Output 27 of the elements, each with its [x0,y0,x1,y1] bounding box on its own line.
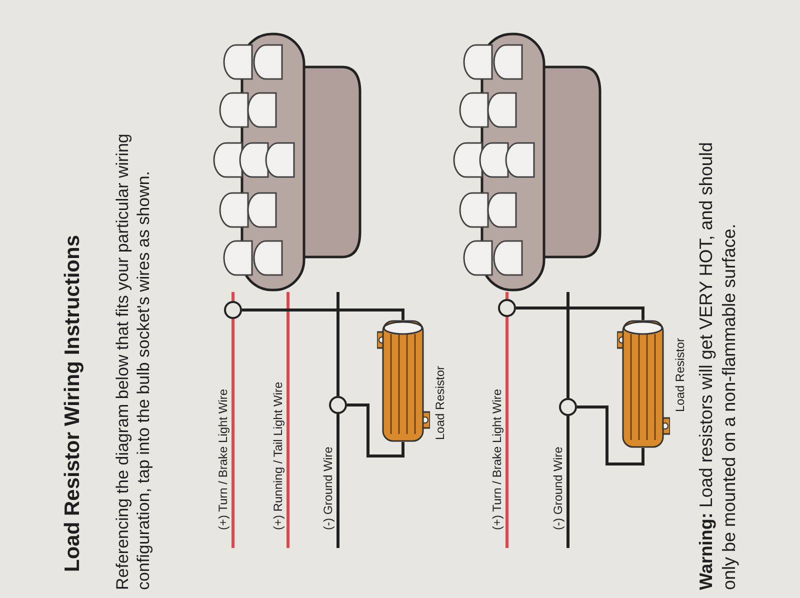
wire [336,414,340,548]
connecting-wire [577,406,644,466]
wire [566,416,570,548]
junction-ring [559,398,577,416]
title: Load Resistor Wiring Instructions [60,234,85,572]
connecting-wire [242,308,404,320]
wire [566,292,570,398]
wire-label: (+) Running / Tail Light Wire [271,382,285,530]
resistor-label: Load Resistor [673,338,687,412]
wire [232,292,234,301]
wire-label: (+) Turn / Brake Light Wire [490,388,504,530]
wire-label: (-) Ground Wire [321,446,335,530]
wire [336,292,340,396]
warning-note: Warning: Load resistors will get VERY HOT, and should only be mounted on a non-flammable surface. [695,141,740,590]
junction-ring [498,299,516,317]
resistor-label: Load Resistor [433,366,447,440]
instruction-text: Referencing the diagram below that fits your particular wiring configuration, tap into the bulb socket's wires as shown. [112,132,154,590]
wire-label: (+) Turn / Brake Light Wire [216,388,230,530]
wire [286,292,290,548]
connecting-wire [347,404,404,458]
junction-ring [224,301,242,319]
connecting-wire [516,306,644,320]
wire [506,292,508,299]
wire [232,319,234,548]
wire-label: (-) Ground Wire [551,446,565,530]
wire [506,317,508,548]
junction-ring [329,396,347,414]
